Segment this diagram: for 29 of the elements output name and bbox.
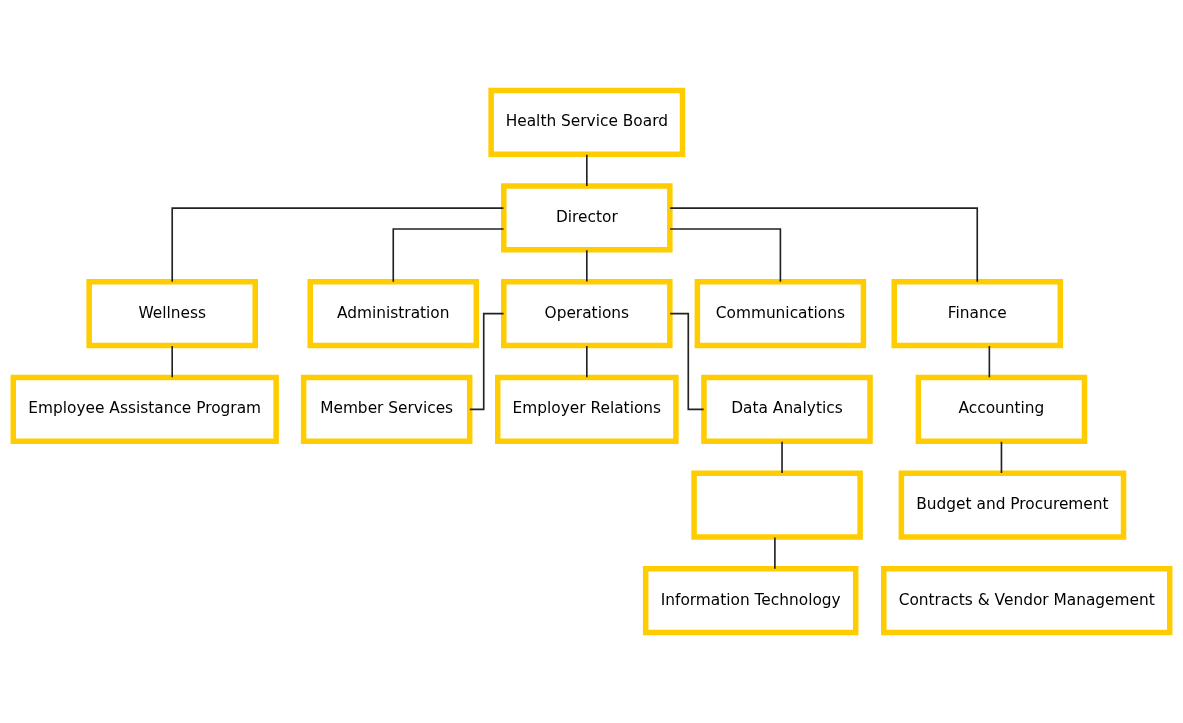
connector	[781, 440, 783, 474]
node-box: Accounting	[915, 374, 1088, 444]
node-box: Information Technology	[642, 566, 859, 636]
node-box: Wellness	[86, 279, 258, 349]
node-box: Employee Assistance Program	[10, 374, 279, 444]
connector	[392, 228, 505, 283]
node-box: Contracts & Vendor Management	[881, 566, 1173, 636]
node-box: Communications	[694, 279, 867, 349]
node-box: Finance	[891, 279, 1064, 349]
connector	[774, 536, 776, 570]
node-box	[691, 470, 863, 540]
connector	[669, 228, 782, 283]
connector	[586, 153, 588, 187]
node-box: Budget and Procurement	[898, 470, 1127, 540]
node-box: Administration	[307, 279, 480, 349]
node-box: Employer Relations	[495, 374, 679, 444]
connector	[171, 207, 505, 283]
node-box: Member Services	[300, 374, 473, 444]
connector	[469, 312, 505, 411]
connector	[1000, 440, 1003, 474]
node-box: Data Analytics	[701, 374, 873, 444]
connector	[586, 249, 588, 283]
connector	[171, 345, 174, 379]
connector	[586, 345, 588, 379]
connector	[669, 207, 979, 283]
node-box: Operations	[501, 279, 673, 349]
node-box: Health Service Board	[488, 87, 686, 157]
connector	[988, 345, 991, 379]
node-box: Director	[501, 183, 673, 253]
